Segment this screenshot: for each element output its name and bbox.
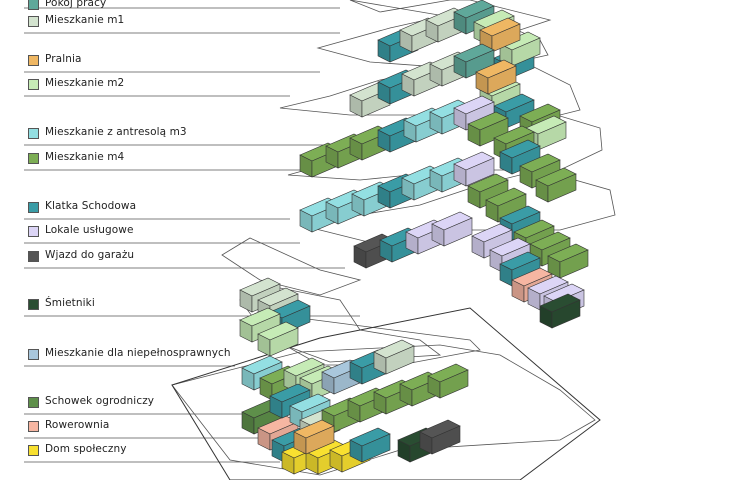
legend-swatch [28,299,39,310]
block-mieszkanie-m1 [373,339,415,375]
block-wjazd-do-garazu [419,419,461,455]
legend-swatch [28,153,39,164]
legend-swatch [28,55,39,66]
block-mieszkanie-m4 [427,363,469,399]
block-pralnia [293,419,335,455]
legend-label: Mieszkanie m1 [45,14,125,26]
block-mieszkanie-m4 [485,187,527,223]
legend-swatch [28,251,39,262]
legend-leader-lines [24,7,360,463]
block-mieszkanie-m4 [467,111,509,147]
legend-swatch [28,445,39,456]
legend-label: Lokale usługowe [45,224,134,236]
legend-swatch [28,0,39,10]
legend-label: Rowerownia [45,419,110,431]
legend-swatch [28,16,39,27]
legend-label: Dom społeczny [45,443,127,455]
legend-swatch [28,128,39,139]
block-klatka-schodowa [499,139,541,175]
floor-plate [316,9,549,71]
block-lokale-uslugowe [431,211,473,247]
site-outline [171,307,601,480]
block-klatka-schodowa [349,427,391,463]
legend-label: Mieszkanie m2 [45,77,125,89]
legend-label: Mieszkanie z antresolą m3 [45,126,187,138]
volume-blocks [239,0,589,475]
block-pralnia [475,59,517,95]
legend-label: Pokój pracy [45,0,107,9]
floor-plate [279,59,581,121]
block-pokoj-pracy [453,43,495,79]
legend-label: Wjazd do garażu [45,249,135,261]
legend-label: Mieszkanie m4 [45,151,125,163]
legend-swatch [28,349,39,360]
block-mieszkanie-m4 [547,243,589,279]
legend-swatch [28,397,39,408]
block-smietniki [539,293,581,329]
legend-swatch [28,421,39,432]
legend-label: Mieszkanie dla niepełnosprawnych [45,347,231,359]
legend-label: Klatka Schodowa [45,200,137,212]
legend-label: Śmietniki [45,297,95,309]
legend-swatch [28,226,39,237]
legend-swatch [28,79,39,90]
block-mieszkanie-m4 [535,167,577,203]
floor-plate [221,237,362,296]
block-mieszkanie-m2 [257,321,299,357]
block-lokale-uslugowe [453,151,495,187]
legend-swatch [28,202,39,213]
legend-label: Schowek ogrodniczy [45,395,155,407]
legend-label: Pralnia [45,53,82,65]
